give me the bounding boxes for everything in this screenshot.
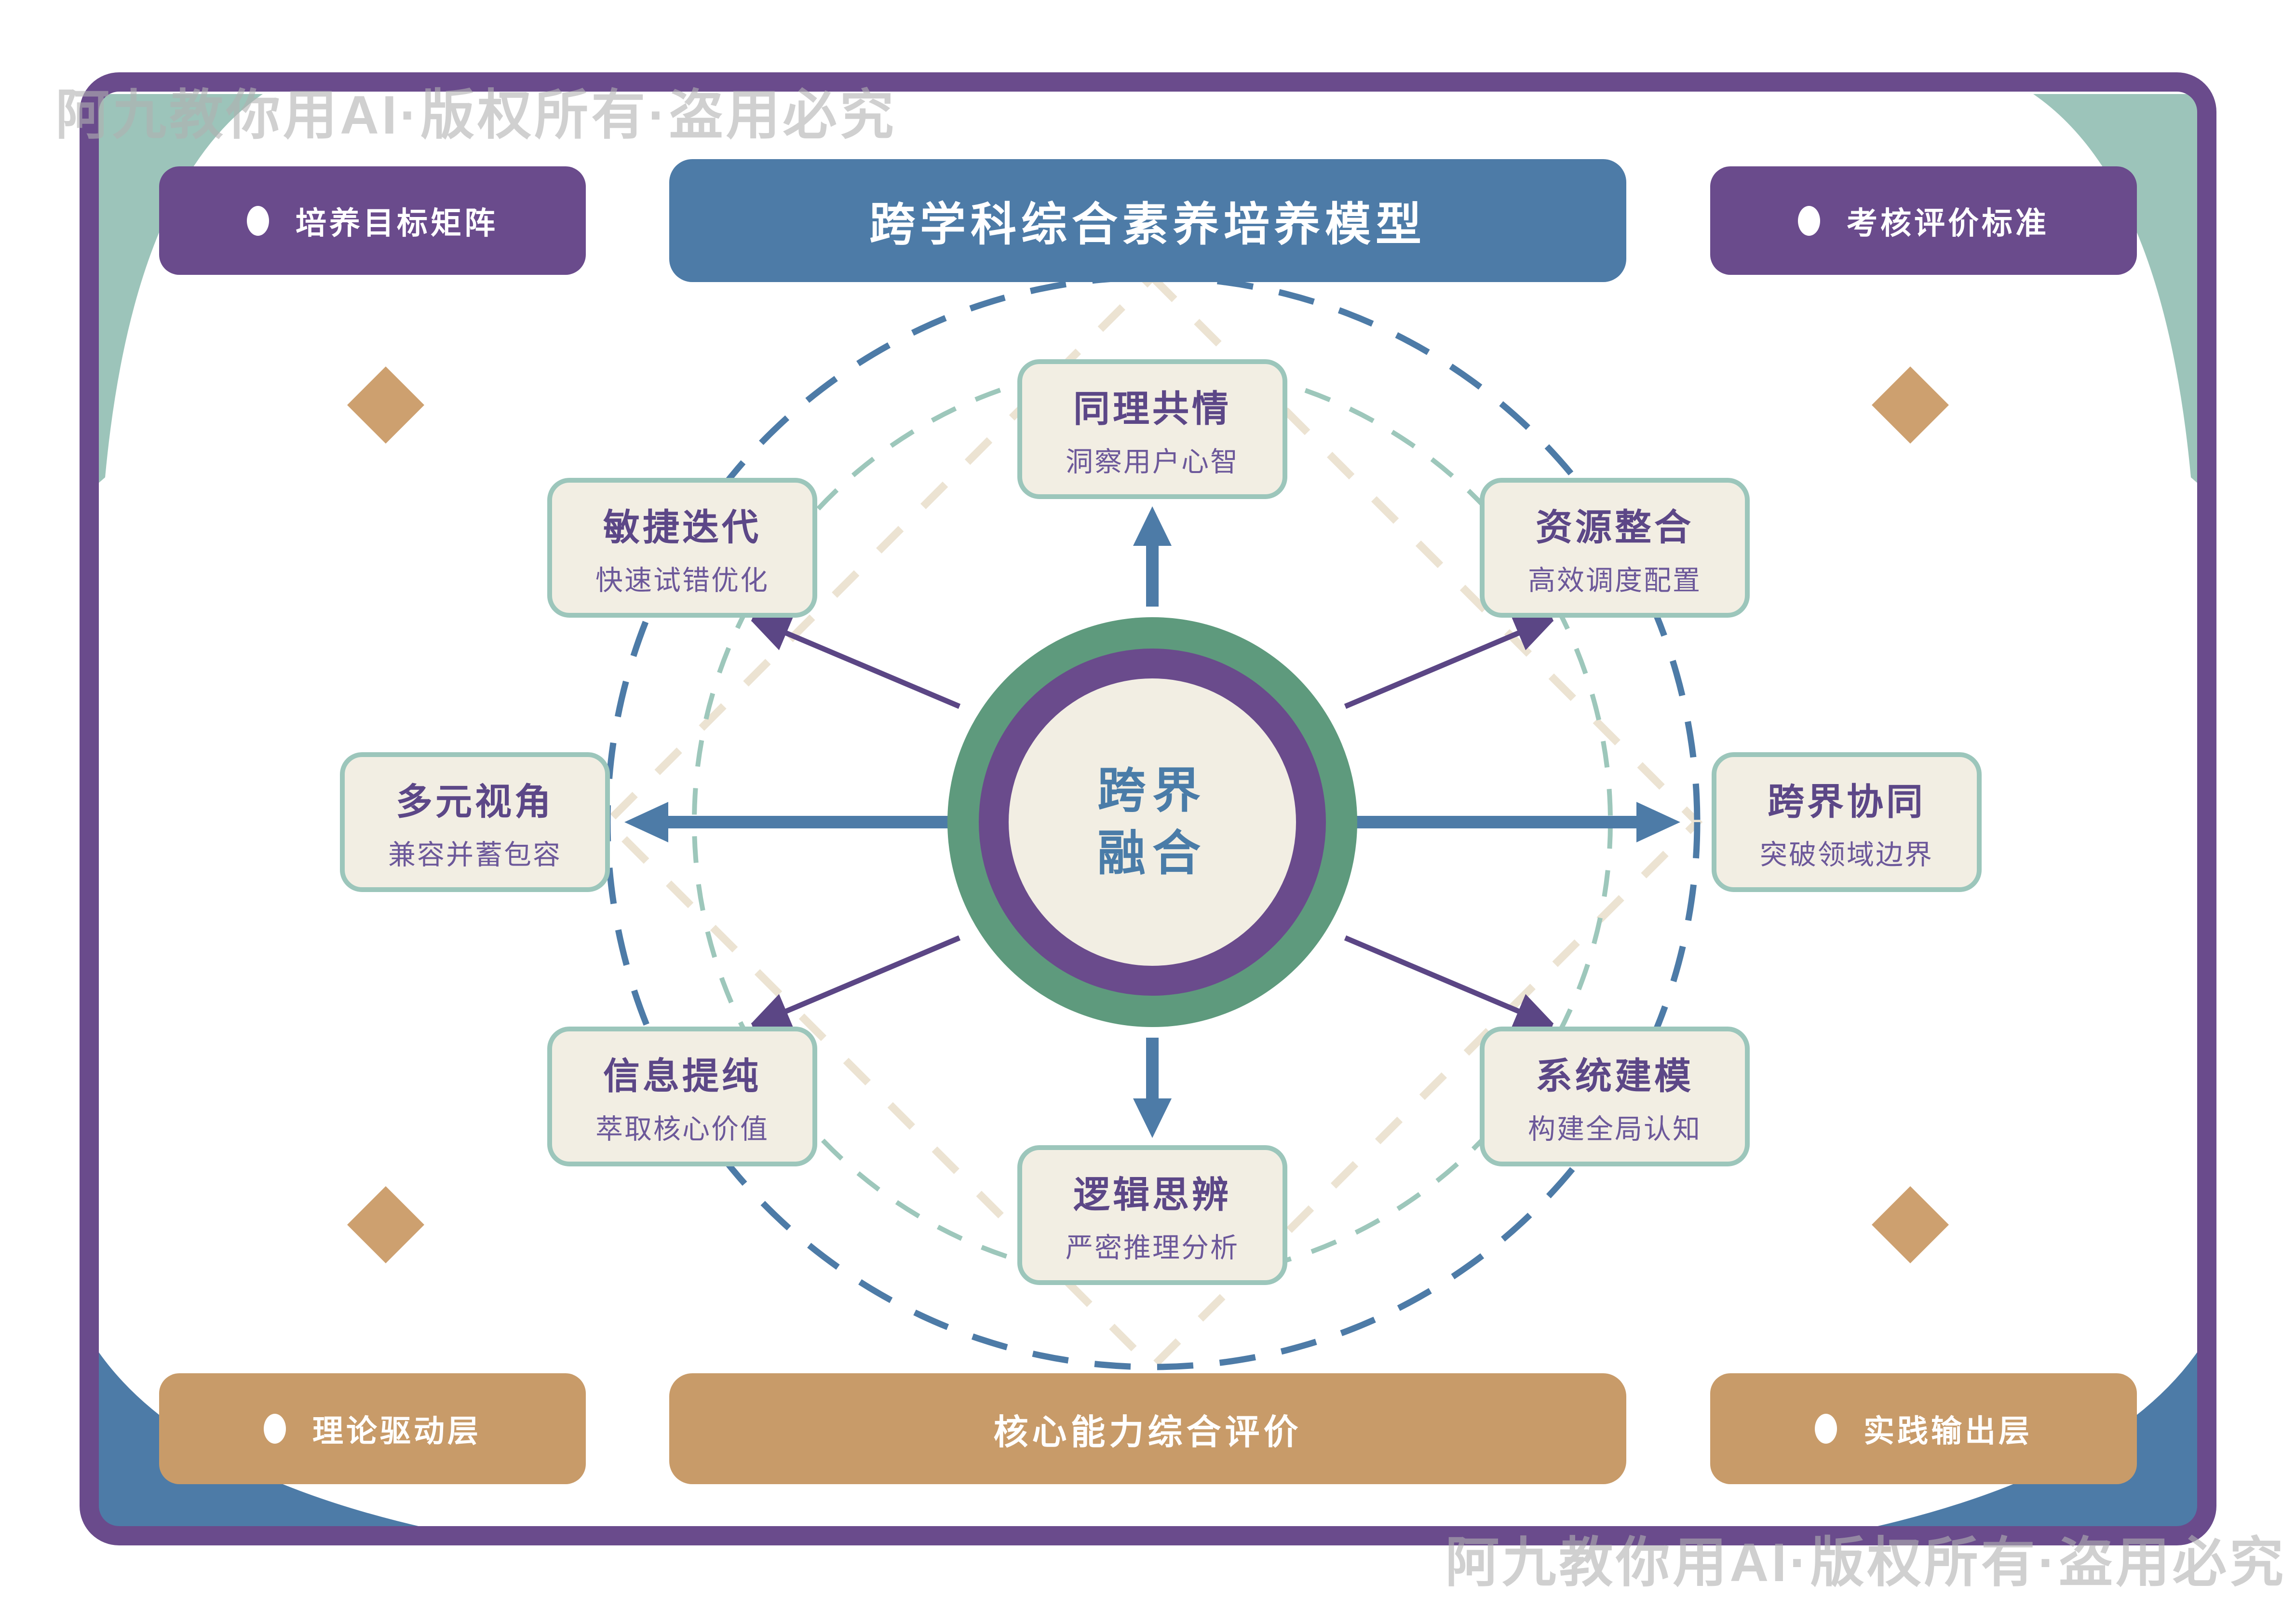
decor-diamond-bottom-left	[347, 1186, 424, 1263]
corner-accent-top-left	[94, 94, 263, 487]
capability-title: 敏捷迭代	[603, 507, 761, 548]
capability-subtitle: 兼容并蓄包容	[388, 839, 562, 870]
capability-title: 多元视角	[396, 782, 554, 823]
bullet-icon	[247, 205, 269, 236]
capability-title: 系统建模	[1536, 1056, 1694, 1097]
capability-subtitle: 构建全局认知	[1528, 1114, 1702, 1145]
footer-right-badge-label: 实践输出层	[1864, 1414, 2032, 1448]
capability-subtitle: 快速试错优化	[595, 565, 769, 596]
bullet-icon	[1798, 205, 1820, 236]
capability-box-top-left: 敏捷迭代 快速试错优化	[547, 478, 817, 618]
capability-title: 同理共情	[1073, 389, 1231, 430]
capability-box-right: 跨界协同 突破领域边界	[1712, 752, 1982, 892]
corner-accent-bottom-left	[94, 1345, 463, 1536]
header-right-badge-label: 考核评价标准	[1847, 205, 2049, 241]
capability-title: 跨界协同	[1768, 782, 1926, 823]
bullet-icon	[1815, 1414, 1837, 1444]
arrow-to-bottom	[1133, 1038, 1172, 1138]
arrow-to-right	[1356, 802, 1680, 842]
capability-subtitle: 洞察用户心智	[1066, 447, 1239, 477]
hub-line2: 融合	[1097, 826, 1207, 880]
watermark-top: 阿九教你用AI·版权所有·盗用必究	[55, 85, 897, 145]
capability-title: 信息提纯	[603, 1056, 761, 1097]
decor-diamond-bottom-right	[1872, 1186, 1949, 1263]
arrow-to-bottom-right	[1344, 935, 1553, 1026]
arrow-to-top	[1133, 506, 1172, 607]
outer-frame	[80, 72, 2216, 1545]
capability-subtitle: 突破领域边界	[1760, 839, 1933, 870]
header-right-badge: 考核评价标准	[1710, 166, 2137, 275]
page-title: 跨学科综合素养培养模型	[869, 199, 1426, 250]
capability-box-top-right: 资源整合 高效调度配置	[1480, 478, 1750, 618]
arrow-to-top-left	[752, 619, 961, 709]
footer-left-badge: 理论驱动层	[159, 1373, 586, 1484]
corner-accent-bottom-right	[1833, 1345, 2202, 1536]
arrow-to-left	[624, 802, 949, 842]
capability-subtitle: 萃取核心价值	[595, 1114, 769, 1145]
capability-subtitle: 高效调度配置	[1528, 565, 1702, 596]
arrow-to-bottom-left	[752, 935, 961, 1026]
hub-label: 跨界 融合	[1008, 709, 1297, 935]
footer-right-badge: 实践输出层	[1710, 1373, 2137, 1484]
capability-box-bottom: 逻辑思辨 严密推理分析	[1017, 1145, 1287, 1285]
hub-line1: 跨界	[1097, 764, 1207, 818]
footer-banner: 核心能力综合评价	[669, 1373, 1626, 1484]
capability-title: 逻辑思辨	[1073, 1175, 1231, 1216]
capability-title: 资源整合	[1536, 507, 1694, 548]
header-left-badge-label: 培养目标矩阵	[296, 205, 498, 241]
capability-box-bottom-left: 信息提纯 萃取核心价值	[547, 1027, 817, 1166]
footer-left-badge-label: 理论驱动层	[312, 1414, 481, 1448]
bullet-icon	[264, 1414, 286, 1444]
header-left-badge: 培养目标矩阵	[159, 166, 586, 275]
capability-box-top: 同理共情 洞察用户心智	[1017, 359, 1287, 499]
decor-diamond-top-right	[1872, 366, 1949, 444]
capability-box-bottom-right: 系统建模 构建全局认知	[1480, 1027, 1750, 1166]
corner-accent-top-right	[2033, 94, 2202, 487]
footer-banner-label: 核心能力综合评价	[993, 1413, 1302, 1452]
watermark-bottom: 阿九教你用AI·版权所有·盗用必究	[1445, 1532, 2286, 1593]
capability-subtitle: 严密推理分析	[1066, 1232, 1239, 1263]
decor-diamond-top-left	[347, 366, 424, 444]
hub-inner-circle	[1009, 678, 1296, 966]
capability-box-left: 多元视角 兼容并蓄包容	[340, 752, 610, 892]
title-banner: 跨学科综合素养培养模型	[669, 159, 1626, 282]
arrow-to-top-right	[1344, 619, 1553, 709]
